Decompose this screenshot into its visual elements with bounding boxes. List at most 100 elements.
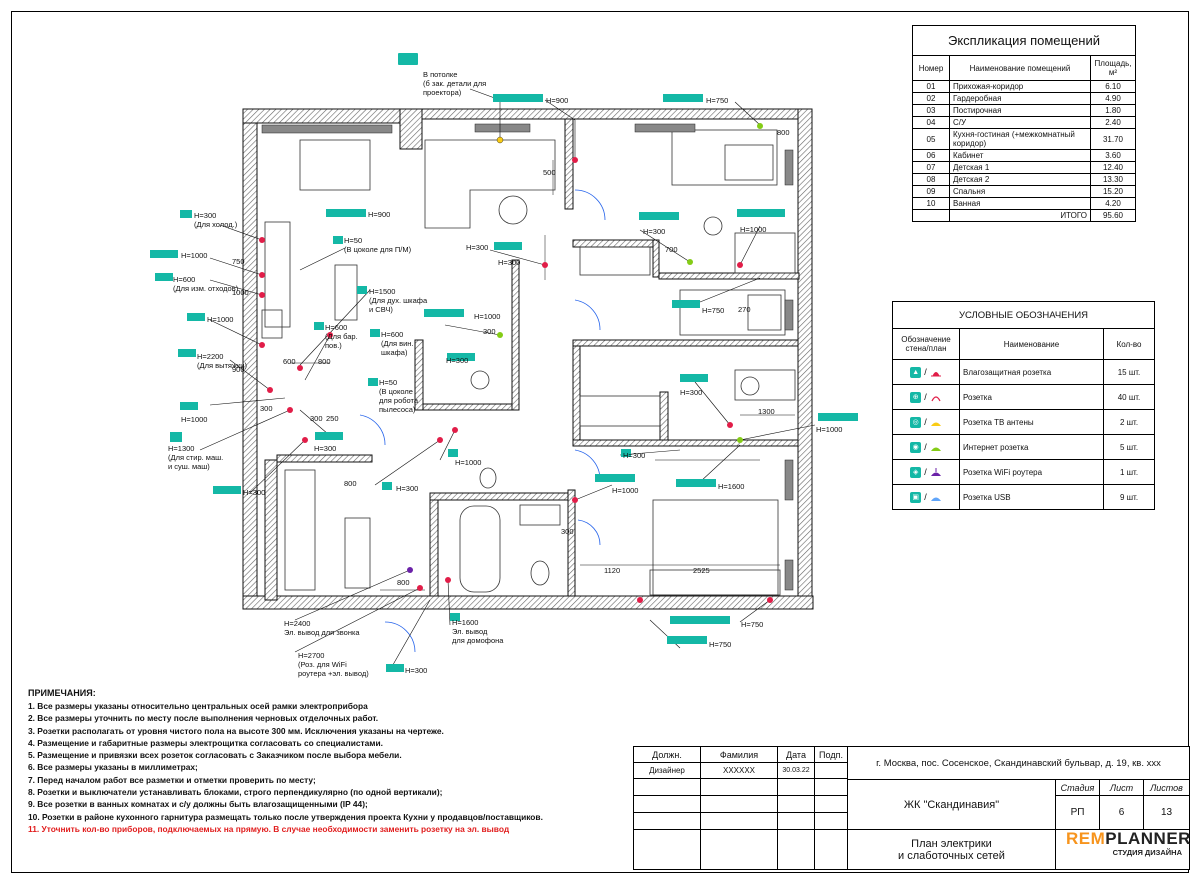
label-wine: H=600 (Для вин. шкафа) <box>381 330 414 357</box>
dim-300a: 300 <box>310 414 323 423</box>
room-num: 05 <box>912 128 950 150</box>
usb-socket-plan-icon <box>930 497 941 501</box>
room-area: 2.40 <box>1090 116 1136 129</box>
logo-planner: PLANNER <box>1105 829 1191 848</box>
legend-table: УСЛОВНЫЕ ОБОЗНАЧЕНИЯ Обозначение стена/п… <box>892 301 1155 510</box>
note-item: 7. Перед началом работ все разметки и от… <box>28 774 316 785</box>
legend-name: Интернет розетка <box>959 434 1104 460</box>
note-item: 5. Размещение и привязки всех розеток со… <box>28 750 402 761</box>
legend-header-qty: Кол-во <box>1103 328 1155 360</box>
legend-qty: 9 шт. <box>1103 484 1155 510</box>
note-item: 3. Розетки располагать от уровня чистого… <box>28 725 444 736</box>
stamp-empty <box>777 778 815 796</box>
title-block <box>633 746 1190 870</box>
label-ceiling-projector: В потолке (б зак. детали для проектора) <box>423 70 487 97</box>
list-item: ▣/ Розетка USB 9 шт. <box>892 484 1155 510</box>
label-h300e: H=300 <box>314 444 337 453</box>
room-name: Прихожая-коридор <box>949 80 1091 93</box>
note-item: 2. Все размеры уточнить по месту после в… <box>28 713 379 724</box>
remplanner-logo: REMPLANNER СТУДИЯ ДИЗАЙНА <box>1066 829 1190 867</box>
room-num: 03 <box>912 104 950 117</box>
room-name: С/У <box>949 116 1091 129</box>
room-name: Детская 1 <box>949 161 1091 174</box>
exterior-walls <box>242 108 814 610</box>
stamp-address: г. Москва, пос. Сосенское, Скандинавский… <box>847 746 1190 780</box>
label-h1600: H=1600 <box>718 482 745 491</box>
dim-800d: 800 <box>397 578 410 587</box>
room-name: Детская 2 <box>949 173 1091 186</box>
label-h750: H=750 <box>706 96 729 105</box>
leader-lines <box>199 88 816 671</box>
label-h900: H=900 <box>546 96 569 105</box>
outlet-markers <box>259 123 773 603</box>
stamp-empty <box>700 795 778 813</box>
legend-qty: 1 шт. <box>1103 459 1155 485</box>
room-area: 1.80 <box>1090 104 1136 117</box>
legend-name: Розетка <box>959 384 1104 410</box>
stamp-empty <box>814 778 848 796</box>
wifi-router-socket-icon: ◈ <box>910 466 922 478</box>
label-h1000c: H=1000 <box>181 415 208 424</box>
list-item: ▲/ Влагозащитная розетка 15 шт. <box>892 359 1155 385</box>
stamp-empty <box>777 829 815 870</box>
label-dim-800: 800 <box>777 128 790 137</box>
rooms-header-area: Площадь, м² <box>1090 55 1136 81</box>
legend-qty: 15 шт. <box>1103 359 1155 385</box>
rooms-header-number: Номер <box>912 55 950 81</box>
dim-700: 700 <box>665 245 678 254</box>
stamp-sign <box>814 762 848 779</box>
label-washer: H=1300 (Для стир. маш. и суш. маш) <box>168 444 224 471</box>
legend-qty: 5 шт. <box>1103 434 1155 460</box>
waterproof-socket-plan-icon <box>930 371 941 376</box>
stamp-project: ЖК "Скандинавия" <box>847 779 1056 830</box>
list-item: ⊕/ Розетка 40 шт. <box>892 384 1155 410</box>
stamp-col-date: Дата <box>777 746 815 763</box>
label-h300j: H=300 <box>405 666 428 675</box>
stamp-empty <box>814 812 848 830</box>
stamp-stage-label: Стадия <box>1055 779 1100 796</box>
list-item: ◈/ Розетка WiFi роутера 1 шт. <box>892 459 1155 485</box>
room-area: 31.70 <box>1090 128 1136 150</box>
room-area: 12.40 <box>1090 161 1136 174</box>
room-num: 02 <box>912 92 950 105</box>
note-item: 1. Все размеры указаны относительно цент… <box>28 701 368 711</box>
note-item: 8. Розетки и выключатели устанавливать б… <box>28 787 443 798</box>
room-num: 01 <box>912 80 950 93</box>
note-item: 4. Размещение и габаритные размеры элект… <box>28 737 383 748</box>
dim-1120: 1120 <box>604 566 621 575</box>
label-h300i: H=300 <box>396 484 419 493</box>
stamp-empty <box>633 795 701 813</box>
label-hood: H=2200 (Для вытяжки) <box>197 352 247 370</box>
stamp-date: 30.03.22 <box>777 762 815 779</box>
room-name: Гардеробная <box>949 92 1091 105</box>
furniture <box>261 129 796 596</box>
stamp-logo-cell <box>1055 829 1190 870</box>
stamp-empty <box>700 829 778 870</box>
room-name: Спальня <box>949 185 1091 198</box>
label-h900-dining: H=900 <box>368 210 391 219</box>
stamp-empty <box>700 812 778 830</box>
room-num: 08 <box>912 173 950 186</box>
notes-title: ПРИМЕЧАНИЯ: <box>28 688 96 698</box>
room-name: Ванная <box>949 197 1091 210</box>
legend-header-symbol: Обозначение стена/план <box>892 328 960 360</box>
total-value: 95.60 <box>1090 209 1136 222</box>
stamp-empty <box>633 829 701 870</box>
list-item: ◎/ Розетка ТВ антены 2 шт. <box>892 409 1155 435</box>
room-name: Кабинет <box>949 149 1091 162</box>
sheet-frame <box>11 11 1189 873</box>
room-num: 09 <box>912 185 950 198</box>
room-name: Кухня-гостиная (+межкомнатный коридор) <box>949 128 1091 150</box>
legend-qty: 2 шт. <box>1103 409 1155 435</box>
tv-antenna-socket-icon: ◎ <box>910 416 922 428</box>
label-h300b: H=300 <box>466 243 489 252</box>
legend-header-name: Наименование <box>959 328 1104 360</box>
label-doorbell: H=2400 Эл. вывод для звонка <box>284 619 360 637</box>
